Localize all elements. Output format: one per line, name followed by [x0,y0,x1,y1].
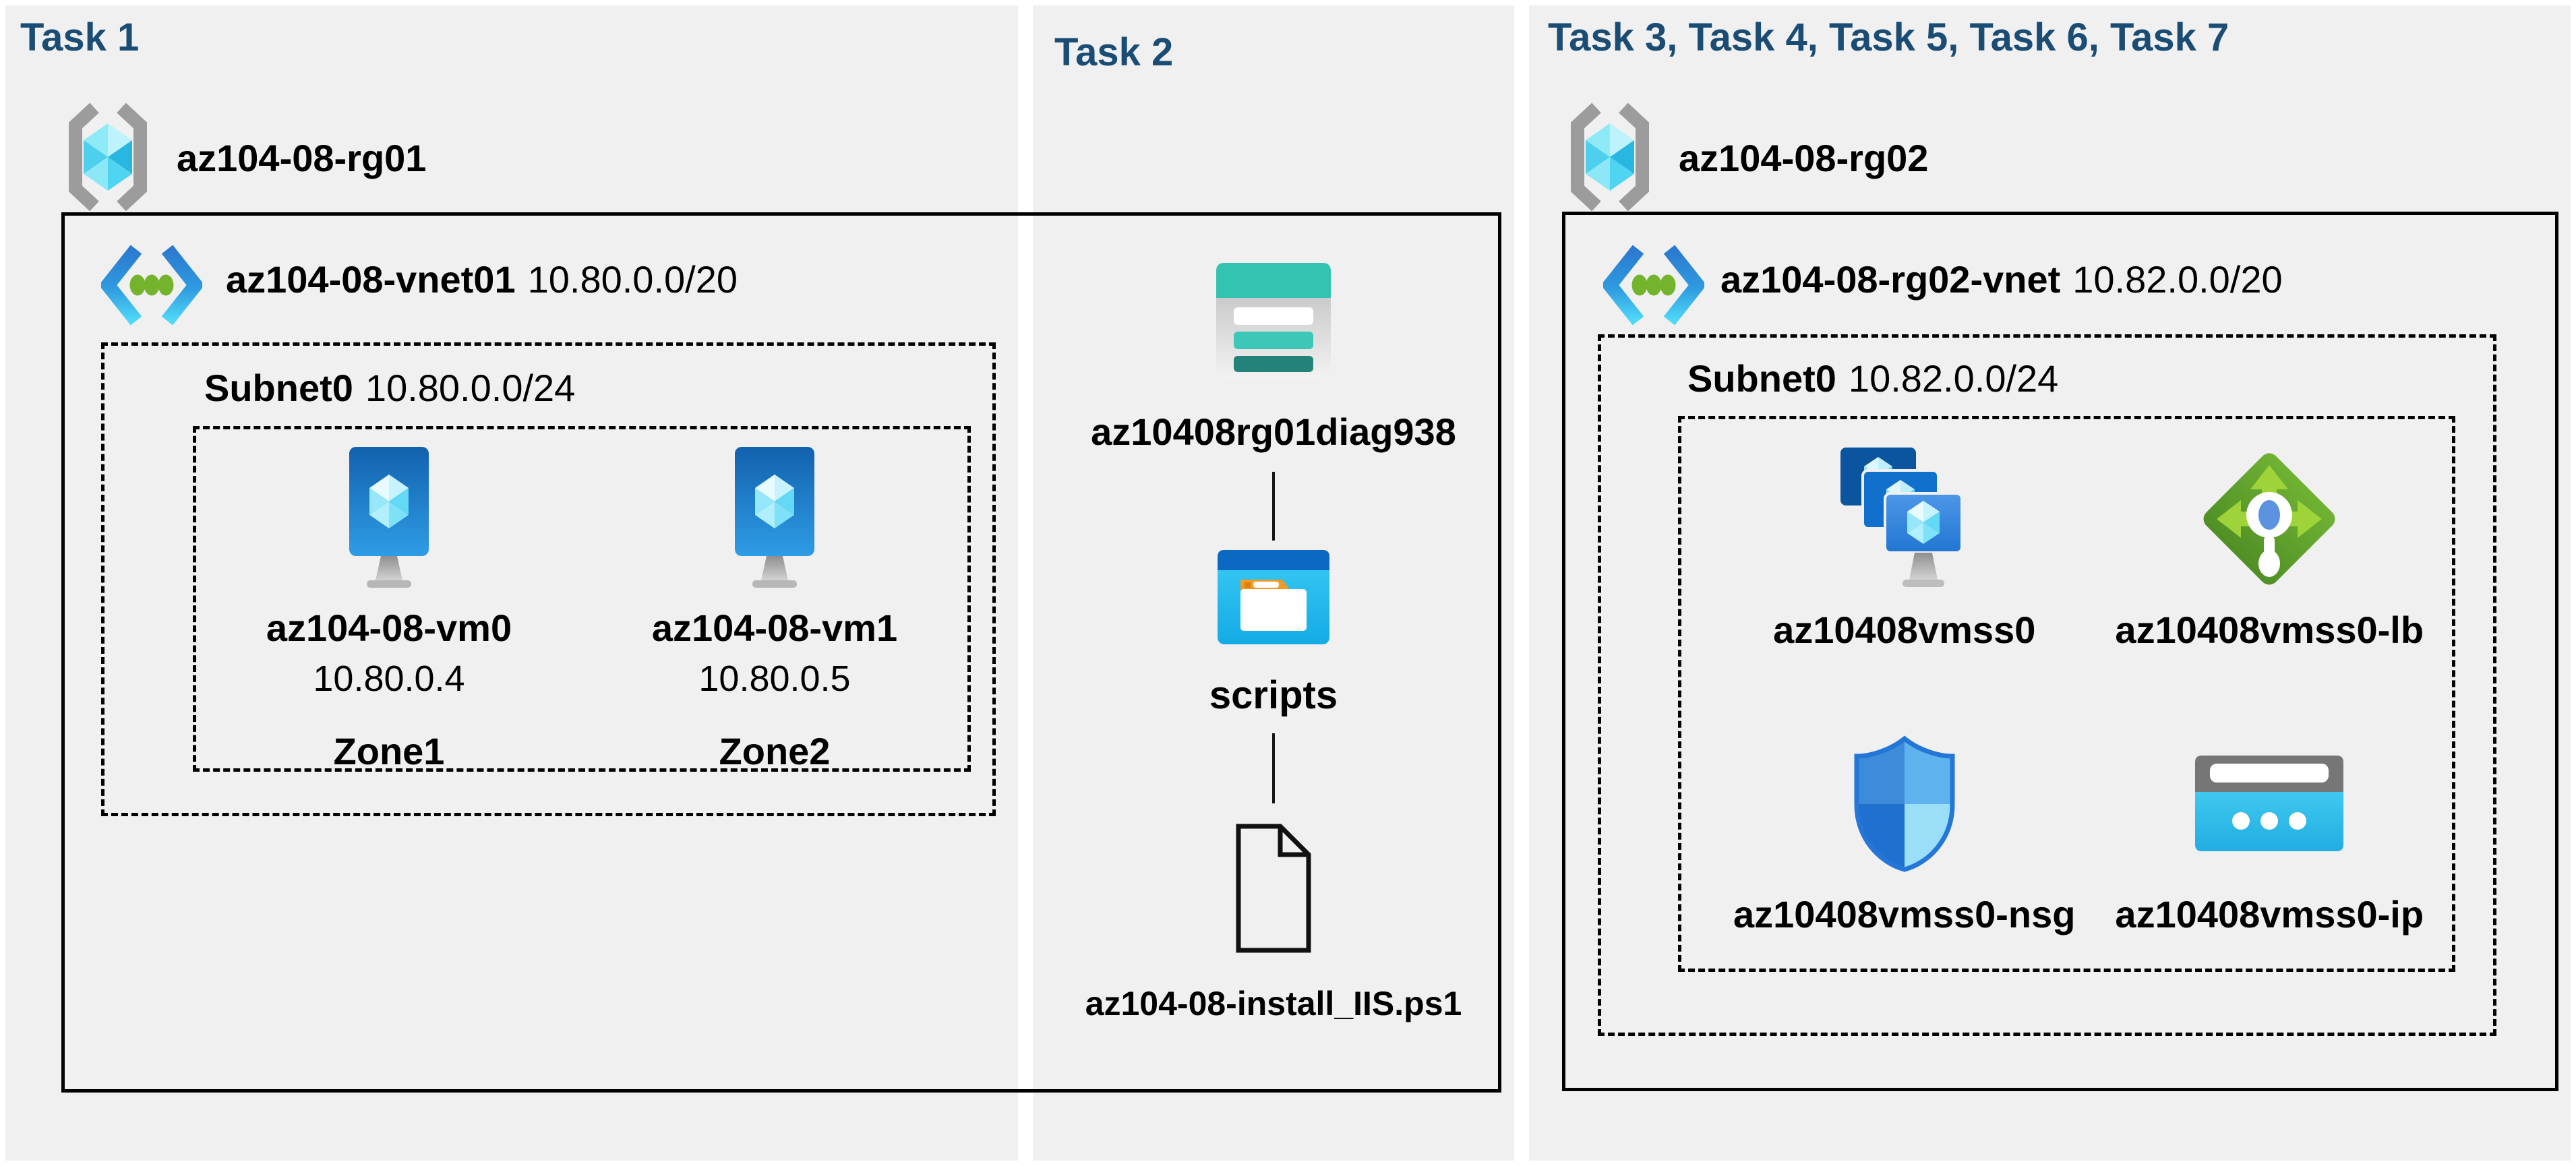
virtual-network-icon [1603,243,1704,328]
load-balancer-cell: az10408vmss0-lb [2087,419,2453,694]
vmss-cell: az10408vmss0 [1722,419,2087,694]
task2-header: Task 2 [1054,30,1174,74]
script-file-label: az104-08-install_IIS.ps1 [1085,985,1462,1022]
vnet01-label: az104-08-vnet01 10.80.0.0/20 [226,257,738,301]
scripts-folder-icon [1218,550,1329,644]
scripts-folder-label: scripts [1209,673,1338,717]
public-ip-cell: az10408vmss0-ip [2087,694,2453,969]
resource-group-icon [1567,100,1653,214]
vm1-icon-slot [724,447,825,590]
subnet0-name-rg02: Subnet0 [1687,357,1836,400]
vm0-icon-slot [338,447,440,590]
vm-group-box: az104-08-vm0 10.80.0.4 Zone1 az104-08-vm… [193,426,971,772]
rg01-label: az104-08-rg01 [177,137,427,179]
subnet0-box-rg01: Subnet0 10.80.0.0/24 [101,342,996,816]
subnet0-label-rg02: Subnet0 10.82.0.0/24 [1687,357,2058,400]
subnet0-box-rg02: Subnet0 10.82.0.0/24 [1598,334,2496,1036]
vm1-ip: 10.80.0.5 [698,658,851,699]
subnet0-name-rg01: Subnet0 [204,367,353,409]
vm-scale-set-icon [1840,448,1969,590]
vm0-zone: Zone1 [333,730,445,772]
task1-panel [5,5,1018,1161]
lb-icon-slot [2198,448,2341,590]
connector-scripts-file [1272,733,1275,803]
nsg-label: az10408vmss0-nsg [1733,892,2076,935]
vm0-ip: 10.80.0.4 [313,658,465,699]
storage-account-icon [1216,263,1331,377]
vnet02-boundary-box [1562,212,2558,1091]
vnet02-cidr: 10.82.0.0/20 [2072,258,2283,301]
resource-group-icon [65,100,151,214]
vnet02-label: az104-08-rg02-vnet 10.82.0.0/20 [1720,257,2283,301]
nsg-cell: az10408vmss0-nsg [1722,694,2087,969]
vm1-name: az104-08-vm1 [651,607,898,649]
virtual-network-icon [101,243,202,328]
rg02-label: az104-08-rg02 [1679,137,1929,179]
nsg-icon-slot [1847,732,1962,875]
vnet01-cidr: 10.80.0.0/20 [527,258,738,301]
vnet02-name: az104-08-rg02-vnet [1720,258,2061,301]
load-balancer-label: az10408vmss0-lb [2115,609,2424,651]
vnet01-name: az104-08-vnet01 [226,258,516,301]
script-file-icon [1233,821,1314,956]
connector-storage-scripts [1272,472,1275,541]
public-ip-icon-slot [2195,732,2343,875]
task3-panel [1529,5,2571,1161]
virtual-machine-icon [724,447,825,590]
vm0-name: az104-08-vm0 [266,607,512,649]
vmss-label: az10408vmss0 [1773,609,2036,651]
subnet0-cidr-rg01: 10.80.0.0/24 [365,367,576,409]
task3-header: Task 3, Task 4, Task 5, Task 6, Task 7 [1548,16,2229,59]
vmss-icon-slot [1840,448,1969,590]
storage-account-label: az10408rg01diag938 [1091,410,1456,453]
task1-header: Task 1 [20,16,140,59]
public-ip-label: az10408vmss0-ip [2115,892,2424,935]
subnet0-cidr-rg02: 10.82.0.0/24 [1848,357,2059,400]
subnet0-label-rg01: Subnet0 10.80.0.0/24 [204,366,575,410]
network-security-group-icon [1847,732,1962,875]
vm1-zone: Zone2 [719,730,831,772]
virtual-machine-icon [338,447,440,590]
vm1-cell: az104-08-vm1 10.80.0.5 Zone2 [582,429,967,772]
vmss-group-box: az10408vmss0 az10408vmss0-lb az10408vmss… [1678,416,2455,972]
vnet01-boundary-box [61,212,1501,1093]
vm0-cell: az104-08-vm0 10.80.0.4 Zone1 [196,429,582,772]
public-ip-icon [2195,754,2343,853]
load-balancer-icon [2198,448,2341,590]
